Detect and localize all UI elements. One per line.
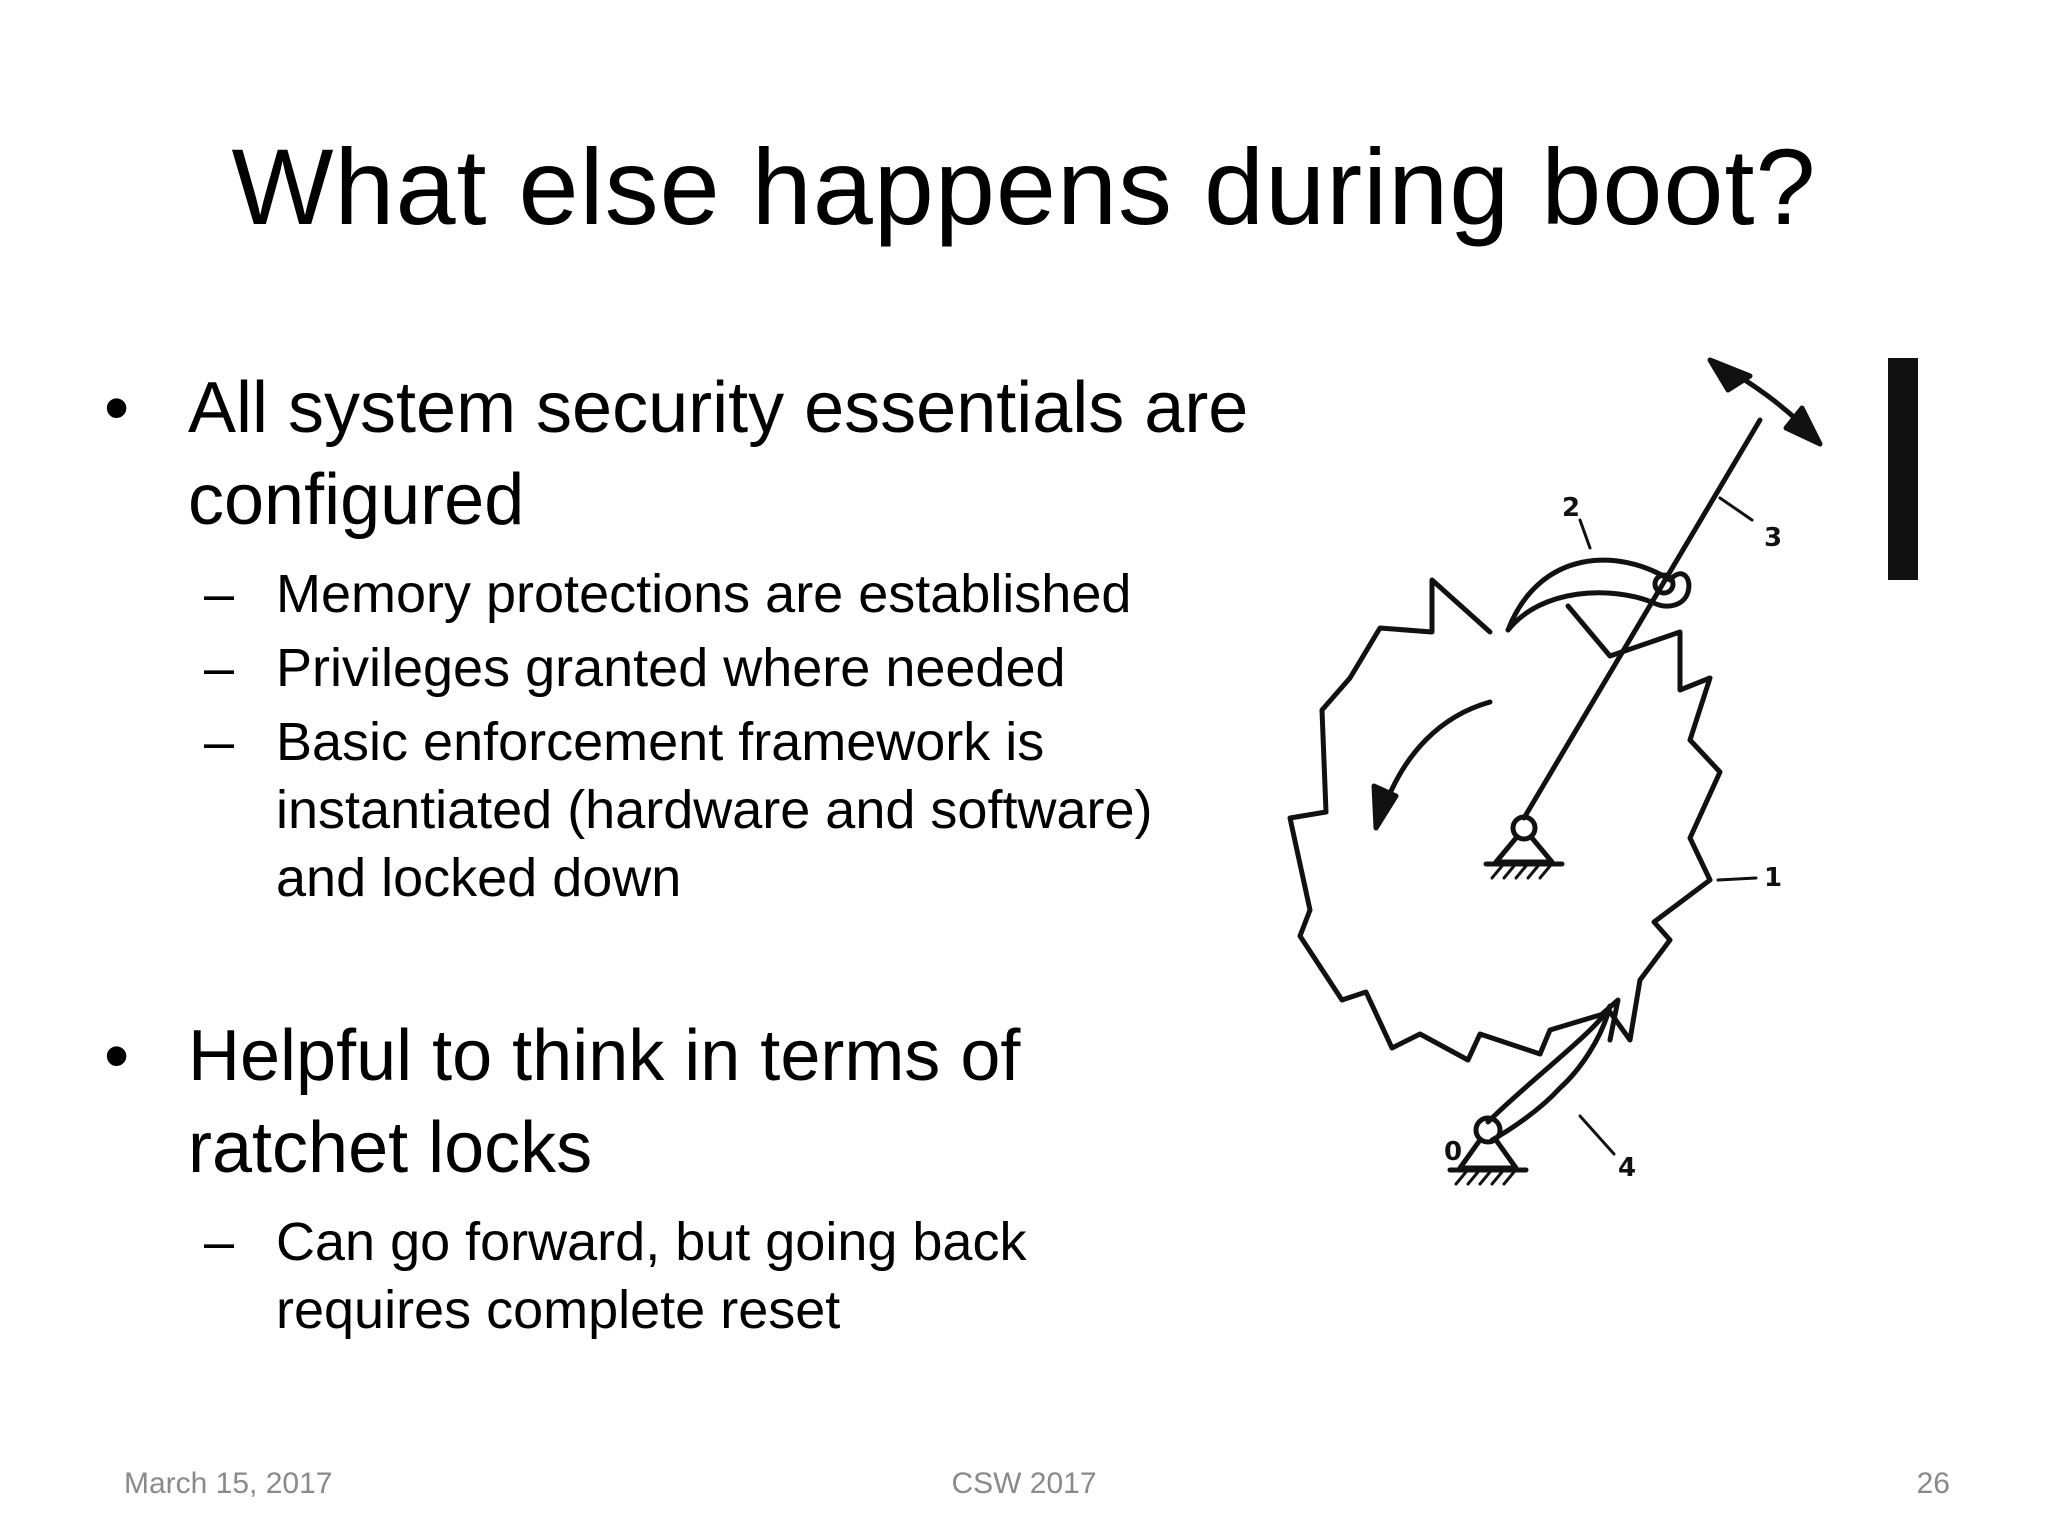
upper-pawl — [1505, 557, 1692, 633]
dash-glyph: – — [204, 638, 235, 698]
dash-glyph: – — [204, 712, 235, 772]
sub-bullet-text: Memory protections are established — [276, 564, 1132, 624]
bullet-glyph: • — [104, 1016, 130, 1096]
bullet-glyph: • — [104, 368, 130, 448]
slide-title: What else happens during boot? — [231, 126, 1817, 247]
sub-bullet-item: – Memory protections are established — [100, 560, 1260, 628]
footer-page-number: 26 — [1916, 1467, 1950, 1500]
sub-bullet-item: – Can go forward, but going back require… — [100, 1208, 1136, 1344]
bullet-item: • Helpful to think in terms of ratchet l… — [100, 1010, 1248, 1194]
stop-bar — [1888, 358, 1918, 580]
lever-arm — [1521, 417, 1763, 821]
bullet-item: • All system security essentials are con… — [100, 362, 1260, 546]
label-0: 0 — [1444, 1137, 1462, 1167]
ratchet-diagram: 2 3 1 0 4 — [1287, 357, 1918, 1186]
label-2: 2 — [1562, 493, 1580, 523]
sub-bullet-item: – Basic enforcement framework is instant… — [100, 708, 1236, 912]
ratchet-wheel — [1287, 577, 1723, 1063]
sub-bullet-item: – Privileges granted where needed — [100, 634, 1260, 702]
sub-bullet-text: Basic enforcement framework is instantia… — [276, 712, 1153, 908]
dash-glyph: – — [204, 564, 235, 624]
footer-event: CSW 2017 — [951, 1467, 1097, 1500]
label-3: 3 — [1764, 523, 1782, 553]
lower-pawl — [1485, 1003, 1613, 1143]
label-1: 1 — [1764, 863, 1782, 893]
bullet-text: All system security essentials are confi… — [188, 368, 1249, 540]
bullet-list: • All system security essentials are con… — [100, 362, 1260, 1344]
footer-date: March 15, 2017 — [124, 1467, 333, 1500]
bullet-text: Helpful to think in terms of ratchet loc… — [188, 1016, 1021, 1188]
dash-glyph: – — [204, 1212, 235, 1272]
sub-bullet-text: Can go forward, but going back requires … — [276, 1212, 1027, 1340]
sub-bullet-text: Privileges granted where needed — [276, 638, 1066, 698]
label-4: 4 — [1618, 1153, 1636, 1183]
